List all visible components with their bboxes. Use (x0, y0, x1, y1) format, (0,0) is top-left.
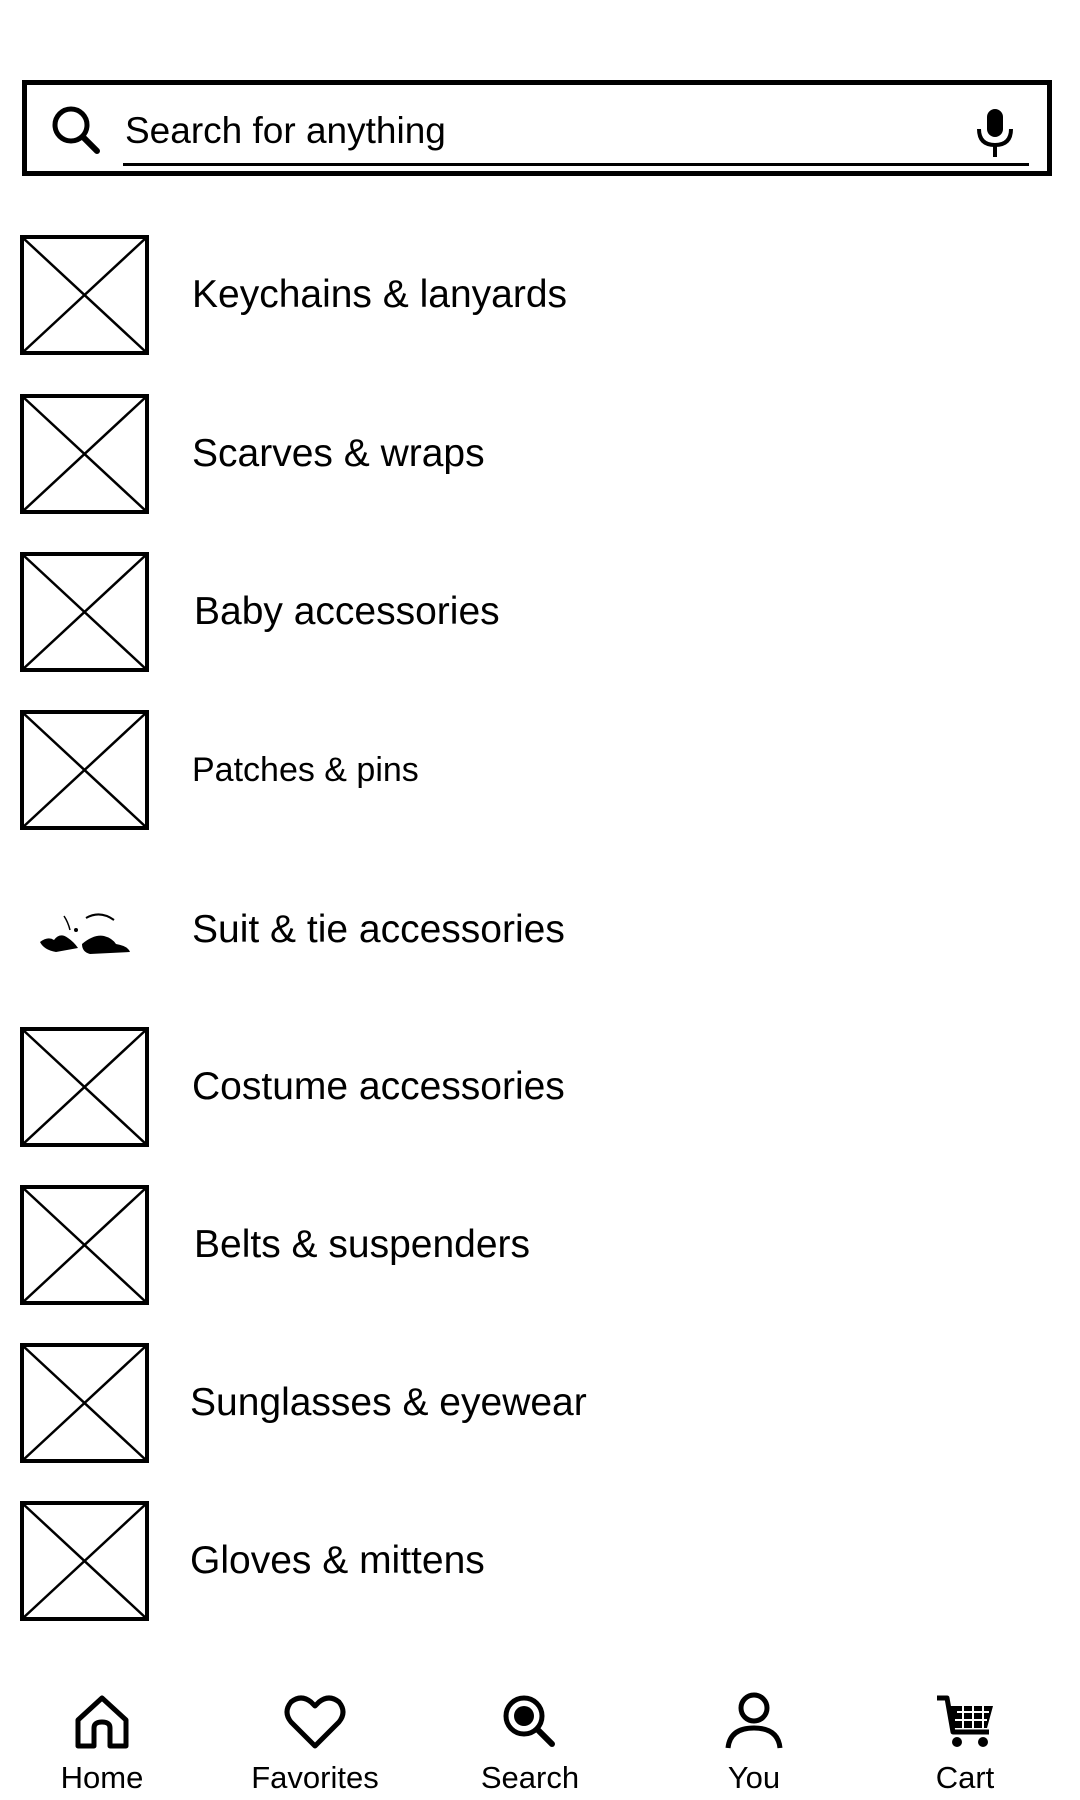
placeholder-image-icon (20, 1185, 149, 1305)
list-item[interactable]: Gloves & mittens (0, 1501, 1080, 1631)
nav-home[interactable]: Home (12, 1660, 192, 1800)
category-label: Costume accessories (192, 1065, 565, 1108)
list-item[interactable]: Suit & tie accessories (0, 870, 1080, 1000)
placeholder-image-icon (20, 1501, 149, 1621)
placeholder-image-icon (20, 1027, 149, 1147)
bottom-nav: Home Favorites Search You (0, 1660, 1080, 1800)
category-label: Sunglasses & eyewear (190, 1381, 587, 1424)
nav-label: Home (60, 1760, 144, 1795)
category-label: Gloves & mittens (190, 1539, 485, 1582)
nav-label: You (727, 1760, 781, 1795)
list-item[interactable]: Sunglasses & eyewear (0, 1343, 1080, 1473)
cart-icon (937, 1695, 993, 1747)
nav-search[interactable]: Search (440, 1660, 620, 1800)
placeholder-image-icon (20, 394, 149, 514)
list-item[interactable]: Keychains & lanyards (0, 235, 1080, 365)
list-item[interactable]: Belts & suspenders (0, 1185, 1080, 1315)
list-item[interactable]: Baby accessories (0, 552, 1080, 682)
category-label: Baby accessories (194, 590, 500, 633)
nav-label: Cart (935, 1760, 995, 1795)
list-item[interactable]: Scarves & wraps (0, 394, 1080, 524)
home-icon (75, 1695, 129, 1749)
nav-label: Favorites (251, 1760, 379, 1795)
search-input[interactable]: Search for anything (123, 101, 1029, 166)
list-item[interactable]: Patches & pins (0, 710, 1080, 840)
nav-you[interactable]: You (664, 1660, 844, 1800)
nav-label: Search (480, 1760, 580, 1795)
category-label: Belts & suspenders (194, 1223, 531, 1266)
user-icon (725, 1692, 783, 1749)
placeholder-image-icon (20, 552, 149, 672)
search-bar[interactable]: Search for anything (22, 80, 1052, 176)
microphone-icon[interactable] (973, 107, 1017, 159)
list-item[interactable]: Costume accessories (0, 1027, 1080, 1157)
category-label: Patches & pins (192, 751, 419, 789)
category-label: Suit & tie accessories (192, 908, 565, 951)
search-icon (503, 1695, 555, 1747)
category-label: Keychains & lanyards (192, 273, 568, 316)
nav-favorites[interactable]: Favorites (225, 1660, 405, 1800)
search-icon (52, 106, 100, 154)
heart-icon (284, 1695, 346, 1749)
placeholder-image-icon (20, 710, 149, 830)
placeholder-image-icon (20, 1343, 149, 1463)
placeholder-image-icon (20, 235, 149, 355)
nav-cart[interactable]: Cart (875, 1660, 1055, 1800)
search-placeholder: Search for anything (125, 110, 446, 151)
category-label: Scarves & wraps (192, 432, 485, 475)
product-photo (40, 913, 130, 954)
